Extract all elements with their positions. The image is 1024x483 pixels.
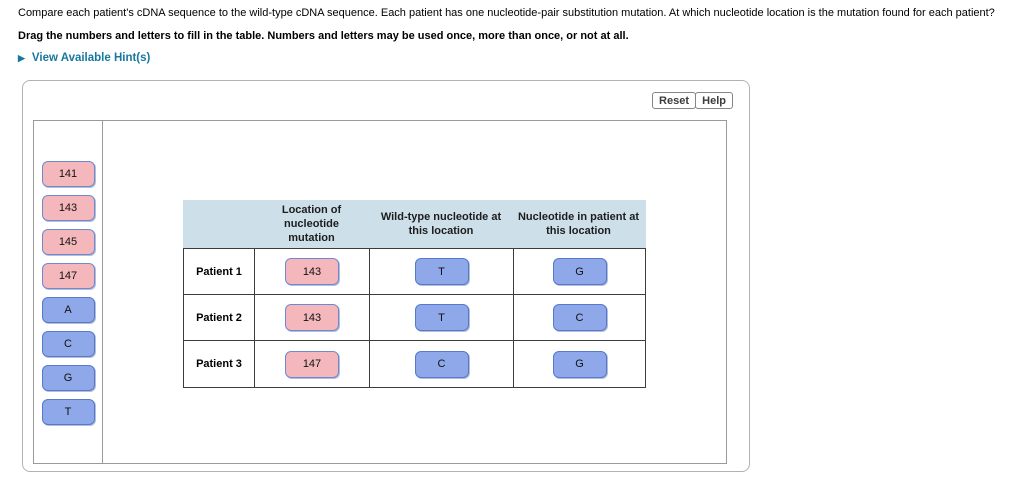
header-patient <box>183 200 254 248</box>
activity-panel: Reset Help 141 143 145 147 A C G T Locat… <box>22 80 750 472</box>
table-row-patient-2: Patient 2 143 T C <box>184 295 645 341</box>
table-row-patient-3: Patient 3 147 C G <box>184 341 645 387</box>
header-wild-type: Wild-type nucleotide at this location <box>380 210 502 237</box>
reset-button[interactable]: Reset <box>652 92 696 109</box>
patient-2-label: Patient 2 <box>184 295 255 340</box>
patient-3-label: Patient 3 <box>184 341 255 387</box>
dropped-chip-p1-patient-nucleotide[interactable]: G <box>552 258 607 285</box>
drag-drop-workarea: 141 143 145 147 A C G T Location of nucl… <box>33 120 727 464</box>
table-body: Patient 1 143 T G Patient 2 <box>183 248 646 388</box>
view-available-hints-link[interactable]: ▶ View Available Hint(s) <box>18 52 150 64</box>
patient-1-label: Patient 1 <box>184 249 255 294</box>
dropped-chip-p1-wild-type[interactable]: T <box>414 258 469 285</box>
chip-tray: 141 143 145 147 A C G T <box>34 121 103 463</box>
table-row-patient-1: Patient 1 143 T G <box>184 249 645 295</box>
expand-arrow-icon: ▶ <box>18 52 25 63</box>
tray-chip-147[interactable]: 147 <box>41 263 95 289</box>
tray-chip-141[interactable]: 141 <box>41 161 95 187</box>
dropped-chip-p2-wild-type[interactable]: T <box>414 304 469 331</box>
slot-p3-patient-nucleotide: G <box>514 341 645 387</box>
dropped-chip-p3-patient-nucleotide[interactable]: G <box>552 350 607 378</box>
tray-chip-143[interactable]: 143 <box>41 195 95 221</box>
slot-p1-patient-nucleotide: G <box>514 249 645 294</box>
slot-p2-location: 143 <box>255 295 370 340</box>
slot-p1-wild-type: T <box>370 249 514 294</box>
hint-link-label: View Available Hint(s) <box>31 52 151 64</box>
dropped-chip-p2-patient-nucleotide[interactable]: C <box>552 304 607 331</box>
tray-chip-145[interactable]: 145 <box>41 229 95 255</box>
slot-p2-patient-nucleotide: C <box>514 295 645 340</box>
dropped-chip-p1-location[interactable]: 143 <box>285 258 339 285</box>
dropped-chip-p2-location[interactable]: 143 <box>285 304 339 331</box>
slot-p1-location: 143 <box>255 249 370 294</box>
drag-directions-text: Drag the numbers and letters to fill in … <box>18 30 629 42</box>
header-patient-nucleotide: Nucleotide in patient at this location <box>517 210 639 237</box>
help-button[interactable]: Help <box>695 92 733 109</box>
slot-p3-location: 147 <box>255 341 370 387</box>
header-location: Location of nucleotide mutation <box>281 203 342 245</box>
table-drop-area: Location of nucleotide mutation Wild-typ… <box>103 121 726 463</box>
tray-chip-g[interactable]: G <box>41 365 95 391</box>
answer-table: Location of nucleotide mutation Wild-typ… <box>183 200 646 388</box>
tray-chip-c[interactable]: C <box>41 331 95 357</box>
question-text: Compare each patient's cDNA sequence to … <box>18 7 995 19</box>
table-header-row: Location of nucleotide mutation Wild-typ… <box>183 200 646 248</box>
dropped-chip-p3-location[interactable]: 147 <box>285 350 339 378</box>
slot-p3-wild-type: C <box>370 341 514 387</box>
slot-p2-wild-type: T <box>370 295 514 340</box>
dropped-chip-p3-wild-type[interactable]: C <box>414 350 469 378</box>
tray-chip-a[interactable]: A <box>41 297 95 323</box>
tray-chip-t[interactable]: T <box>41 399 95 425</box>
